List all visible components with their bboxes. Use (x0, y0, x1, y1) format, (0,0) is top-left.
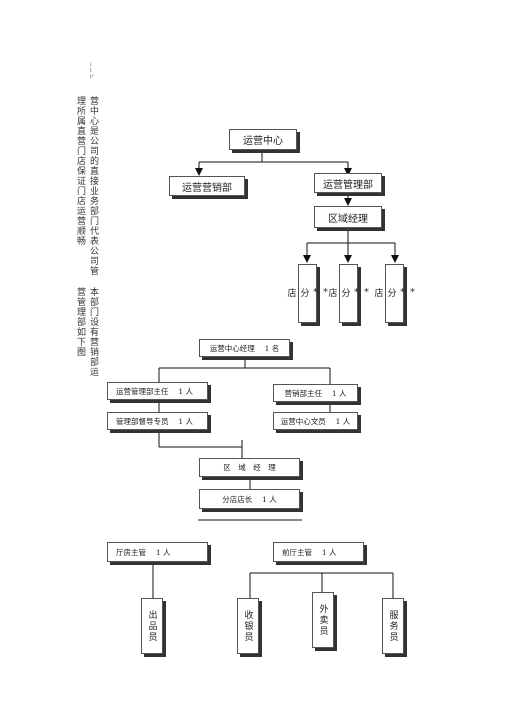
side-marks: i ı̃ ḷ⁴ (90, 62, 94, 80)
label-center-manager: 运营中心经理 1 名 (209, 343, 280, 353)
box-operations-marketing: 运营营销部 (169, 176, 245, 196)
mark-3: ḷ⁴ (90, 74, 94, 80)
box-cashier: 收银员 (237, 598, 259, 654)
box-branch-3: * * 分 店 (373, 264, 418, 323)
side-paragraph-2: 本部门设有营销部运营管理部如下图 (75, 287, 98, 377)
box-kitchen-supervisor: 厅房主管 1 人 (107, 542, 208, 562)
box-branch-2: * * 分 店 (327, 264, 372, 323)
box-operations-management: 运营管理部 (314, 173, 382, 193)
box-operations-center: 运营中心 (229, 129, 297, 150)
label-store-manager: 分店店长 1 人 (222, 494, 277, 504)
label-operations-center: 运营中心 (243, 136, 283, 147)
label-operations-marketing: 运营营销部 (182, 182, 232, 194)
label-kitchen-supervisor: 厅房主管 1 人 (116, 547, 171, 557)
box-center-manager: 运营中心经理 1 名 (199, 339, 290, 357)
label-front-supervisor: 前厅主管 1 人 (282, 547, 337, 557)
label-mgmt-supervisor: 运营管理部主任 1 人 (116, 386, 194, 396)
box-mgmt-supervisor-staff: 管理部督导专员 1 人 (107, 412, 208, 430)
box-regional-manager: 区域经理 (314, 206, 382, 228)
box-server: 服务员 (382, 598, 404, 654)
box-mgmt-supervisor: 运营管理部主任 1 人 (107, 382, 208, 400)
box-regional-manager-2: 区 域 经 理 (199, 458, 300, 477)
mark-2: ı̃ (90, 68, 92, 74)
box-delivery: 外卖员 (312, 592, 334, 648)
mark-1: i (90, 62, 92, 68)
box-store-manager: 分店店长 1 人 (199, 489, 300, 509)
label-marketing-supervisor: 营销部主任 1 人 (284, 388, 347, 398)
box-marketing-supervisor: 营销部主任 1 人 (273, 384, 358, 402)
side-paragraph-1: 营中心是公司的直接业务部门代表公司管理所属直营门店保证门店运营顺畅 (75, 96, 98, 276)
box-front-supervisor: 前厅主管 1 人 (273, 542, 364, 562)
label-mgmt-supervisor-staff: 管理部督导专员 1 人 (116, 416, 194, 426)
label-regional-manager: 区域经理 (328, 213, 368, 225)
label-regional-manager-2: 区 域 经 理 (223, 463, 276, 472)
label-center-clerk: 运营中心文员 1 人 (280, 416, 351, 426)
box-branch-1: * * 分 店 (286, 264, 331, 323)
box-center-clerk: 运营中心文员 1 人 (273, 412, 358, 430)
box-food-runner: 出品员 (141, 598, 163, 654)
label-operations-management: 运营管理部 (323, 179, 373, 191)
